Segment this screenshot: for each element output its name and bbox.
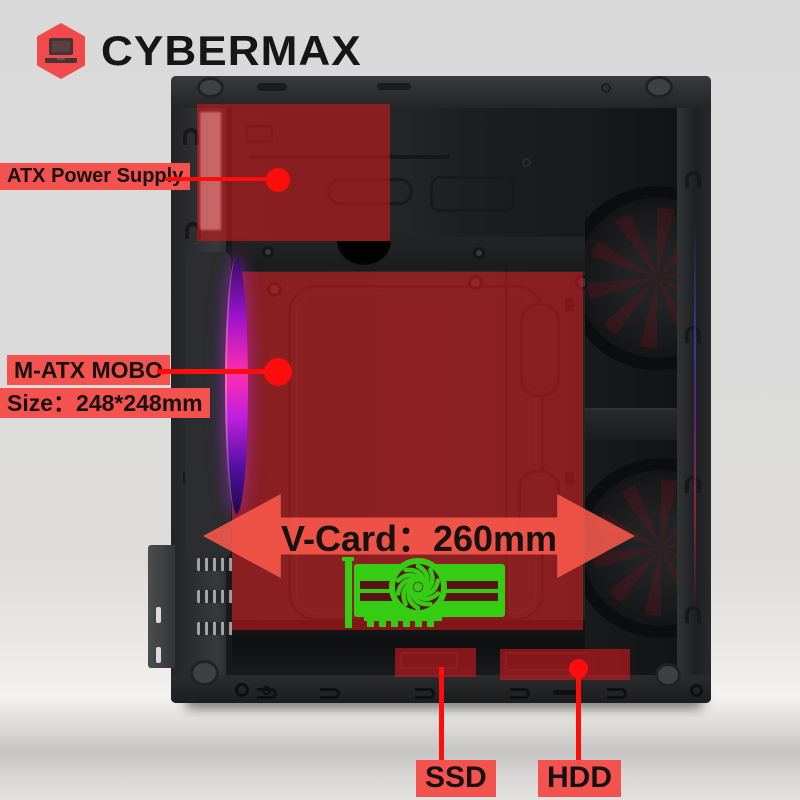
cable-hook-cutout — [685, 606, 701, 623]
grommet-dome — [337, 241, 391, 265]
case-foot — [197, 77, 224, 98]
screw-hole — [473, 247, 485, 259]
rgb-fan-icon — [225, 258, 248, 514]
stamped-bracket — [320, 688, 340, 699]
ssd-highlight-overlay — [395, 648, 476, 677]
vcard-label: V-Card：260mm — [280, 518, 558, 559]
psu-callout-line — [166, 177, 268, 181]
stamped-bracket — [415, 688, 435, 699]
psu-highlight-overlay — [197, 104, 390, 241]
brand-name: CYBERMAX — [101, 27, 362, 74]
screw-hole — [601, 83, 611, 93]
psu-highlight-glow — [200, 112, 221, 230]
fan-bay-brace — [585, 408, 677, 440]
gpu-fan-icon — [389, 558, 447, 616]
hdd-label: HDD — [538, 760, 621, 797]
ssd-label: SSD — [416, 760, 496, 797]
mobo-label: M-ATX MOBO — [7, 355, 171, 386]
mobo-size-label: Size：248*248mm — [0, 388, 210, 419]
stamped-recess — [430, 176, 515, 212]
pci-bracket-slot — [156, 647, 161, 663]
rgb-led-strip — [694, 216, 696, 616]
hdd-callout-line — [576, 668, 581, 761]
screw-hole — [235, 683, 249, 697]
psu-label: ATX Power Supply — [0, 163, 191, 190]
front-fan-icon — [585, 186, 677, 370]
pci-slot-vent — [197, 558, 240, 571]
cable-hook-cutout — [685, 326, 701, 343]
hdd-highlight-overlay — [500, 649, 630, 680]
case-foot — [655, 663, 681, 687]
case-foot — [190, 660, 219, 686]
screw-hole — [262, 246, 274, 258]
case-top-rail — [171, 76, 711, 108]
psu-callout-dot — [266, 168, 290, 192]
pci-bracket — [148, 545, 175, 668]
stamped-bracket — [510, 688, 530, 699]
rail-vent-slot — [377, 83, 411, 90]
psu-divider — [232, 237, 626, 271]
pci-slot-vent — [197, 590, 240, 603]
stamped-dash — [553, 690, 581, 695]
rail-vent-slot — [257, 83, 287, 91]
front-fan-bay — [585, 108, 677, 675]
front-panel — [677, 108, 711, 675]
brand-header: CYBERMAX — [34, 22, 361, 80]
stamped-bracket — [257, 688, 277, 699]
screw-hole — [522, 158, 531, 167]
pci-slot-vent — [197, 622, 240, 635]
gpu-bracket — [342, 557, 354, 628]
cable-hook-cutout — [685, 171, 701, 188]
stamped-bracket — [607, 688, 627, 699]
ssd-callout-line — [439, 667, 444, 761]
pci-bracket-slot — [156, 607, 161, 623]
brand-logo — [37, 23, 85, 79]
mobo-callout-dot — [264, 358, 292, 386]
case-foot — [645, 76, 673, 98]
laptop-icon — [45, 38, 77, 63]
mobo-callout-line — [157, 369, 267, 374]
cable-hook-cutout — [685, 476, 701, 493]
fan-blades — [587, 208, 677, 348]
graphics-card-icon — [342, 557, 505, 628]
screw-hole — [690, 684, 703, 697]
